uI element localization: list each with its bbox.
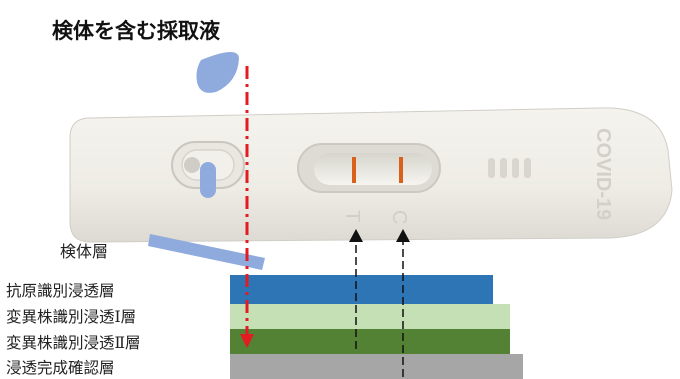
layer-label-antigen: 抗原識別浸透層 (6, 282, 115, 300)
test-line-t (352, 157, 356, 183)
t-line-arrow-head (349, 229, 363, 242)
liquid-drop-icon (196, 51, 239, 93)
result-window (297, 143, 441, 193)
marker-c: C (388, 210, 410, 224)
layer-bar-antigen (230, 275, 493, 304)
layer-bar-variant-2 (230, 329, 510, 354)
control-line-c (399, 157, 403, 183)
grip-ridges (488, 158, 531, 178)
c-line-arrow-head (396, 229, 410, 242)
brand-text: COVID-19 (592, 128, 614, 220)
specimen-layer-label: 検体層 (60, 242, 109, 261)
layer-label-variant-1: 変異株識別浸透Ⅰ層 (6, 308, 137, 326)
layer-bar-completion (230, 354, 523, 379)
specimen-pad (200, 162, 216, 198)
marker-t: T (341, 210, 363, 222)
specimen-layer-strip (148, 234, 265, 270)
flow-arrow-head (240, 334, 254, 348)
layer-label-completion: 浸透完成確認層 (6, 359, 115, 377)
layer-bar-variant-1 (230, 304, 510, 329)
layer-label-variant-2: 変異株識別浸透Ⅱ層 (6, 334, 141, 352)
page-title: 検体を含む採取液 (52, 18, 220, 43)
